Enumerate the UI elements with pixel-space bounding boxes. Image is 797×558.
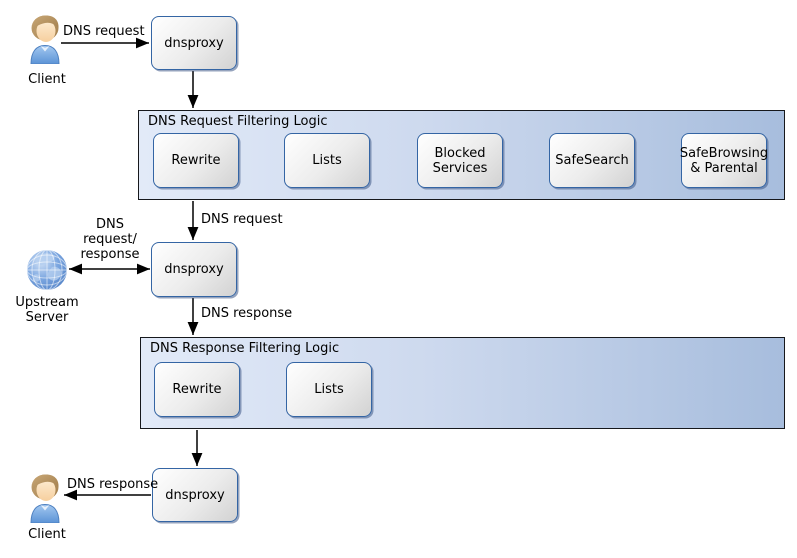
response-filtering-title: DNS Response Filtering Logic bbox=[150, 341, 340, 356]
step-safesearch-label: SafeSearch bbox=[555, 153, 629, 168]
node-dnsproxy-bottom-label: dnsproxy bbox=[165, 487, 225, 503]
node-dnsproxy-middle-label: dnsproxy bbox=[164, 262, 224, 277]
edge-label-upstream-line2: request/ bbox=[83, 232, 137, 247]
step-rewrite-response-label: Rewrite bbox=[172, 382, 222, 397]
step-rewrite-request: Rewrite bbox=[153, 133, 239, 188]
step-safebrowsing-parental-label: SafeBrowsing & Parental bbox=[679, 145, 769, 176]
edge-label-client-request: DNS request bbox=[63, 24, 145, 39]
edge-label-response-to-client: DNS response bbox=[67, 477, 159, 492]
edge-label-upstream: DNS request/ response bbox=[72, 217, 148, 262]
step-safebrowsing-parental: SafeBrowsing & Parental bbox=[679, 133, 769, 188]
node-dnsproxy-top: dnsproxy bbox=[151, 16, 237, 70]
step-safesearch: SafeSearch bbox=[549, 133, 635, 188]
edge-label-request-to-proxy: DNS request bbox=[201, 212, 283, 227]
step-lists-request: Lists bbox=[284, 133, 370, 188]
step-blocked-services-label: Blocked Services bbox=[432, 145, 488, 176]
step-rewrite-request-label: Rewrite bbox=[171, 153, 221, 168]
edge-label-upstream-line3: response bbox=[80, 247, 140, 262]
node-dnsproxy-bottom: dnsproxy bbox=[152, 468, 238, 522]
response-filtering-container bbox=[140, 337, 785, 429]
person-icon bbox=[30, 15, 60, 64]
person-icon bbox=[30, 474, 60, 523]
node-dnsproxy-middle: dnsproxy bbox=[151, 242, 237, 297]
client-top-label: Client bbox=[28, 72, 66, 87]
request-filtering-title: DNS Request Filtering Logic bbox=[148, 114, 328, 129]
step-lists-response: Lists bbox=[286, 362, 372, 417]
step-blocked-services: Blocked Services bbox=[417, 133, 503, 188]
step-lists-response-label: Lists bbox=[314, 382, 344, 397]
node-dnsproxy-top-label: dnsproxy bbox=[164, 35, 224, 51]
edge-label-upstream-line1: DNS bbox=[96, 217, 124, 232]
step-rewrite-response: Rewrite bbox=[154, 362, 240, 417]
upstream-server-label: Upstream Server bbox=[15, 295, 79, 325]
edge-label-proxy-response: DNS response bbox=[201, 306, 293, 321]
client-bottom-label: Client bbox=[28, 527, 66, 542]
globe-icon bbox=[27, 250, 67, 290]
step-lists-request-label: Lists bbox=[312, 153, 342, 168]
